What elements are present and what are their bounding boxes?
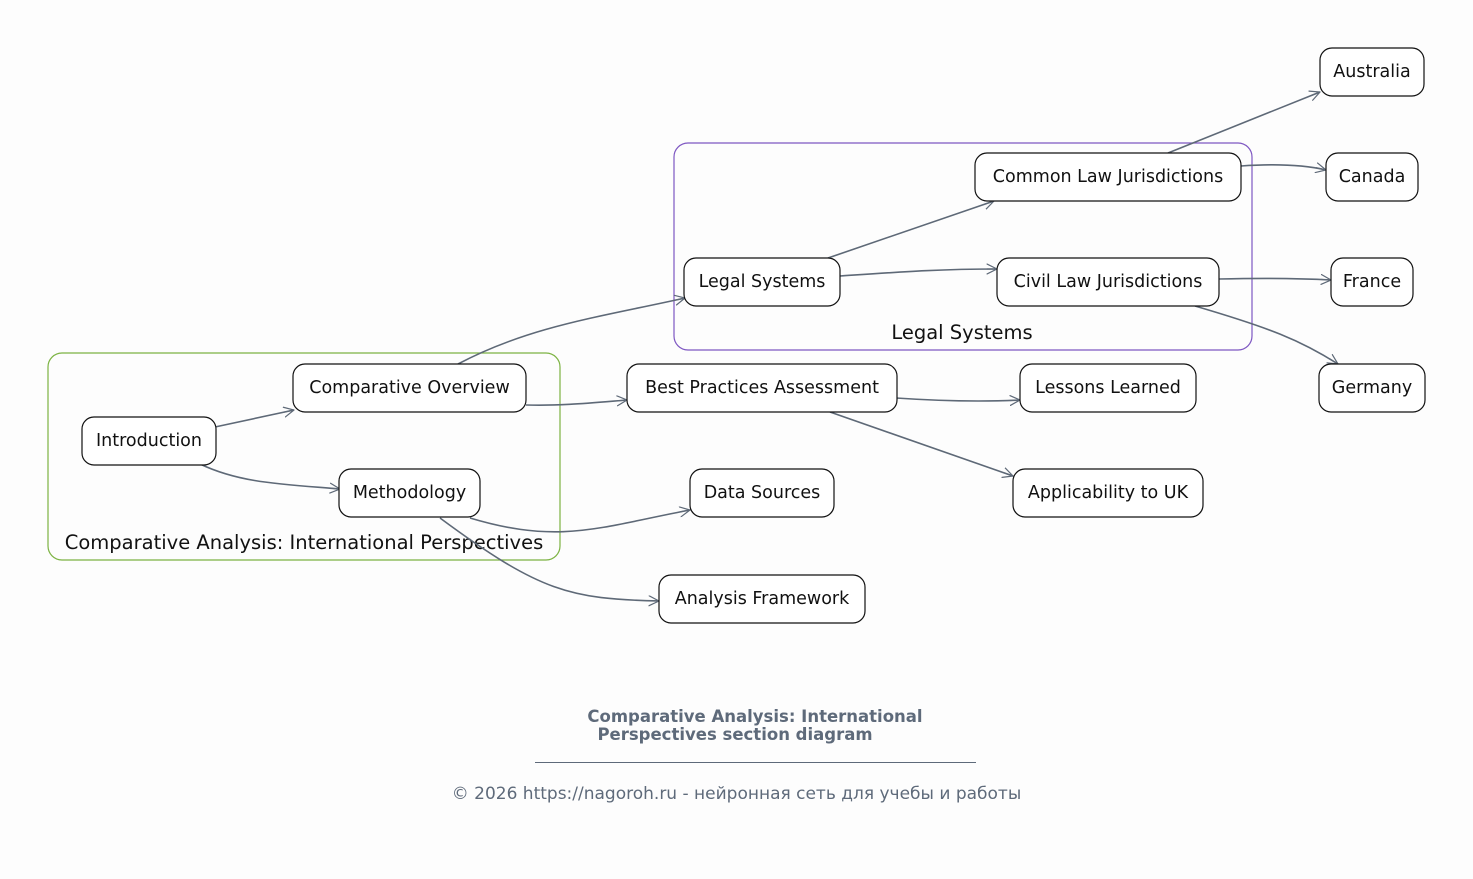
node-label: Civil Law Jurisdictions xyxy=(1014,272,1203,292)
node-label: Lessons Learned xyxy=(1035,378,1181,398)
node-introduction[interactable]: Introduction xyxy=(81,416,217,466)
node-lessons-learned[interactable]: Lessons Learned xyxy=(1019,363,1197,413)
node-label: Data Sources xyxy=(704,483,821,503)
caption-divider xyxy=(535,762,976,763)
node-common-law[interactable]: Common Law Jurisdictions xyxy=(974,152,1242,202)
edge-comparative-overview-best-practices xyxy=(525,400,627,405)
edges xyxy=(199,92,1338,601)
node-label: Best Practices Assessment xyxy=(645,378,879,398)
cluster-comparative-analysis: Comparative Analysis: International Pers… xyxy=(47,352,561,561)
node-label: Introduction xyxy=(96,431,202,451)
edge-best-practices-lessons-learned xyxy=(895,398,1020,401)
node-applicability-uk[interactable]: Applicability to UK xyxy=(1012,468,1204,518)
node-civil-law[interactable]: Civil Law Jurisdictions xyxy=(996,257,1220,307)
cluster-legal-label: Legal Systems xyxy=(891,321,1032,344)
node-label: Analysis Framework xyxy=(675,589,850,609)
node-analysis-framework[interactable]: Analysis Framework xyxy=(658,574,866,624)
edge-introduction-methodology xyxy=(199,463,340,489)
cluster-comparative-label: Comparative Analysis: International Pers… xyxy=(65,531,544,554)
node-label: France xyxy=(1343,272,1401,292)
node-canada[interactable]: Canada xyxy=(1325,152,1419,202)
cluster-legal-systems: Legal Systems xyxy=(673,142,1253,351)
edge-legal-systems-civil-law xyxy=(839,269,997,277)
node-germany[interactable]: Germany xyxy=(1318,363,1426,413)
node-best-practices[interactable]: Best Practices Assessment xyxy=(626,363,898,413)
section-diagram: Comparative Analysis: International Pers… xyxy=(47,47,1426,624)
edge-comparative-overview-legal-systems xyxy=(457,298,685,365)
edge-common-law-australia xyxy=(1167,92,1320,154)
edge-civil-law-france xyxy=(1218,278,1331,280)
node-label: Germany xyxy=(1332,378,1412,398)
node-label: Canada xyxy=(1339,167,1406,187)
caption-title-line2: Perspectives section diagram xyxy=(597,725,873,744)
node-label: Comparative Overview xyxy=(309,378,510,398)
edge-introduction-comparative-overview xyxy=(214,410,294,428)
node-methodology[interactable]: Methodology xyxy=(338,468,481,518)
edge-methodology-analysis-framework xyxy=(439,517,659,601)
node-label: Australia xyxy=(1333,62,1410,82)
node-label: Methodology xyxy=(353,483,466,503)
node-label: Legal Systems xyxy=(699,272,826,292)
node-label: Common Law Jurisdictions xyxy=(993,167,1223,187)
node-legal-systems[interactable]: Legal Systems xyxy=(683,257,841,307)
node-australia[interactable]: Australia xyxy=(1319,47,1425,97)
node-label: Applicability to UK xyxy=(1028,483,1189,503)
node-data-sources[interactable]: Data Sources xyxy=(689,468,835,518)
caption-footer: © 2026 https://nagoroh.ru - нейронная се… xyxy=(451,784,1022,804)
edge-best-practices-applicability xyxy=(829,411,1013,476)
edge-civil-law-germany xyxy=(1194,305,1338,364)
edge-legal-systems-common-law xyxy=(827,201,994,259)
node-france[interactable]: France xyxy=(1330,257,1414,307)
caption-title-line1: Comparative Analysis: International xyxy=(587,707,923,726)
node-comparative-overview[interactable]: Comparative Overview xyxy=(292,363,527,413)
diagram-caption: Comparative Analysis: International Pers… xyxy=(540,708,970,744)
edge-common-law-canada xyxy=(1240,165,1326,170)
edge-methodology-data-sources xyxy=(469,510,690,533)
